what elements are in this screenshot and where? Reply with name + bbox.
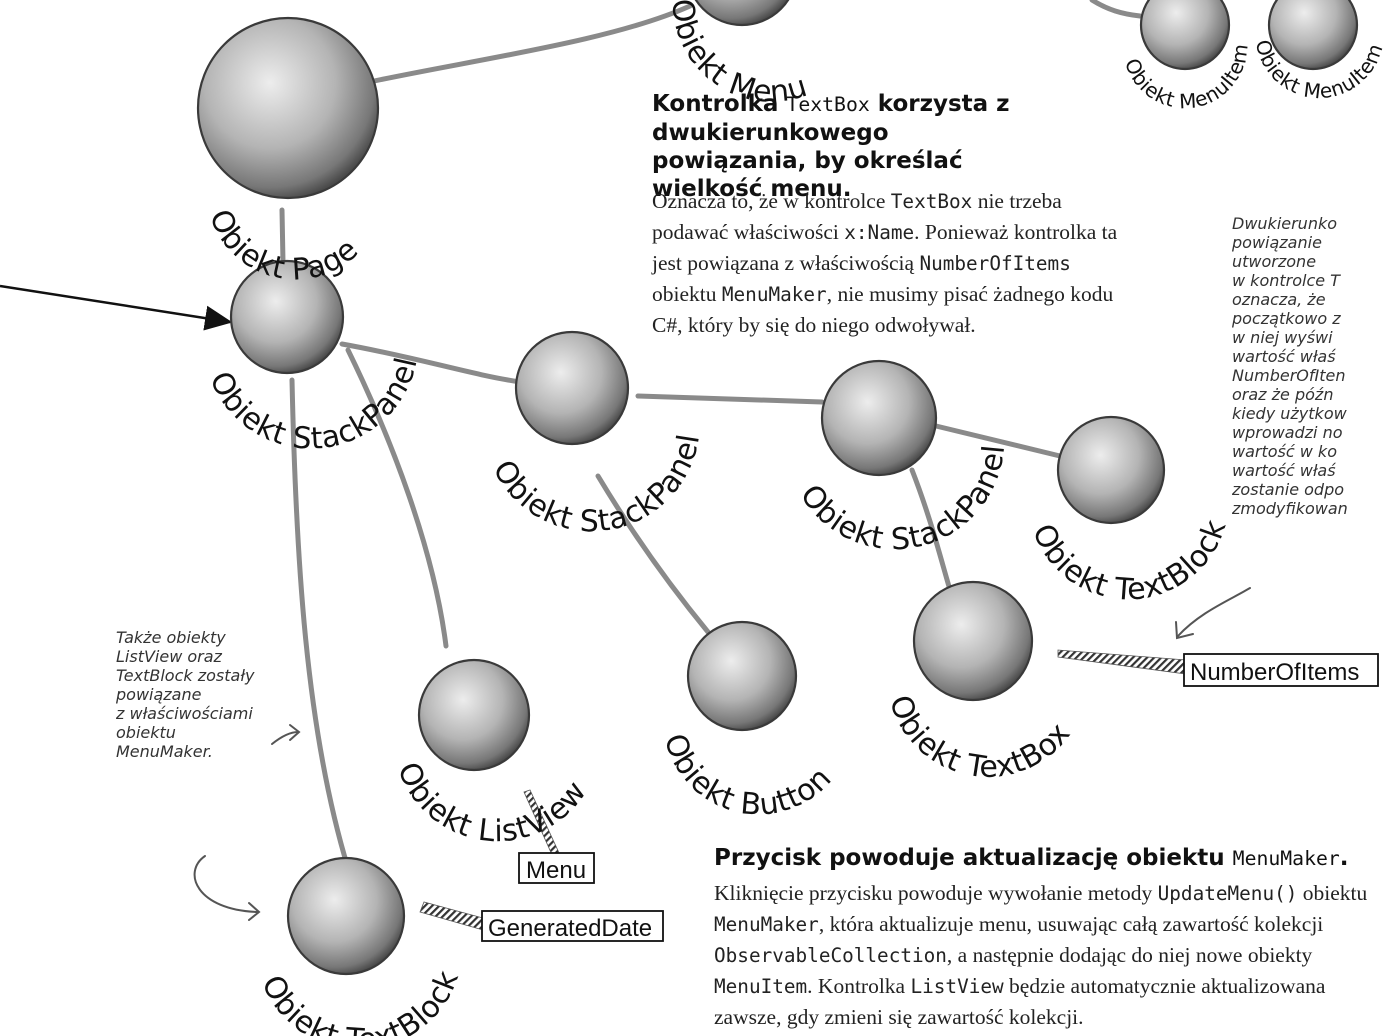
- sphere-textblock-bottom: [286, 856, 406, 976]
- annotation-arrows: [193, 587, 1251, 921]
- arrow-twoway-note-head: [1175, 621, 1194, 640]
- sphere-stackpanel-root: [229, 259, 345, 375]
- edge-stackpanel-mid-right: [635, 393, 825, 405]
- label-textblock-bottom: Obiekt TextBlock: [254, 966, 466, 1036]
- edge-page-menu: [357, 3, 693, 87]
- label-button: Obiekt Button: [657, 729, 839, 822]
- edge-menu-menuitem: [1089, 0, 1143, 19]
- sphere-menuitem-2: [1267, 0, 1359, 71]
- property-numberofitems: NumberOfItems: [1190, 659, 1359, 686]
- callout-button-title-part2: .: [1339, 845, 1349, 871]
- edge-stackpanel-root-textblock: [289, 377, 351, 871]
- callout-textbox-title-code: TextBox: [786, 93, 870, 116]
- callout-textbox-body-4: obiektu: [652, 282, 722, 306]
- connection-lines: [279, 0, 1143, 871]
- arrow-textblock-note: [193, 855, 259, 913]
- property-menu: Menu: [526, 857, 586, 884]
- binding-bar-generateddate: [419, 901, 484, 931]
- callout-button-title: Przycisk powoduje aktualizację obiektu M…: [714, 844, 1383, 873]
- edge-stackpanel-mid-button: [595, 473, 711, 635]
- binding-bar-numberofitems: [1057, 649, 1187, 675]
- callout-button-body-5: . Kontrolka: [807, 974, 911, 998]
- arrow-textblock-note-head: [248, 902, 261, 921]
- callout-button-title-code: MenuMaker: [1232, 847, 1340, 870]
- callout-button-body-4: , a następnie dodając do niej nowe obiek…: [946, 943, 1313, 967]
- property-boxes: NumberOfItems Menu GeneratedDate: [481, 653, 1379, 942]
- label-stackpanel-mid: Obiekt StackPanel: [485, 431, 707, 539]
- arrow-listview-note-head: [289, 724, 301, 741]
- edge-stackpanel-root-mid: [339, 341, 523, 385]
- callout-textbox-body-code-3: NumberOfItems: [919, 252, 1071, 275]
- callout-textbox-body-5: , nie musimy pisać żadnego kodu C#, któr…: [652, 282, 1114, 337]
- callout-textbox-body: Oznacza to, że w kontrolce TextBox nie t…: [652, 186, 1122, 340]
- callout-textbox-title: Kontrolka TextBox korzysta z dwukierunko…: [652, 90, 1032, 203]
- sphere-menuitem-1: [1139, 0, 1231, 71]
- callout-button-body-3: , która aktualizuje menu, usuwając całą …: [818, 912, 1324, 936]
- callout-button-body-2: obiektu: [1297, 881, 1368, 905]
- callout-button-body-code-3: ObservableCollection: [714, 944, 947, 967]
- callout-textbox-body-code-2: x:Name: [844, 221, 915, 244]
- callout-textbox-title-part2: korzysta z dwukierunkowego powiązania, b…: [652, 91, 1010, 202]
- sphere-stackpanel-mid: [514, 330, 630, 446]
- edge-stackpanel-root-listview: [345, 347, 449, 649]
- label-textbox: Obiekt TextBox: [882, 691, 1078, 786]
- callout-textbox-body-code-1: TextBox: [890, 190, 973, 213]
- callout-button-body-6: będzie automatycznie aktualizowana zawsz…: [714, 974, 1326, 1029]
- callout-button-body-code-4: MenuItem: [714, 975, 808, 998]
- callout-button-title-part1: Przycisk powoduje aktualizację obiektu: [714, 845, 1233, 871]
- edge-stackpanel-right-textbox: [909, 467, 953, 593]
- edge-page-stackpanel: [279, 207, 286, 265]
- callout-textbox-body-3: . Ponieważ kontrolka ta jest powiązana z…: [652, 220, 1118, 275]
- label-listview: Obiekt ListView: [390, 757, 594, 849]
- property-box-generateddate: [481, 910, 664, 942]
- property-box-numberofitems: [1183, 653, 1379, 687]
- note-listview-textblock: Także obiekty ListView oraz TextBlock zo…: [116, 628, 255, 761]
- sphere-textbox: [912, 580, 1034, 702]
- arrow-listview-note: [271, 731, 299, 745]
- sphere-textblock-right: [1056, 415, 1166, 525]
- edge-stackpanel-right-textblock: [933, 423, 1063, 459]
- callout-button-body: Kliknięcie przycisku powoduje wywołanie …: [714, 878, 1383, 1036]
- pointer-arrow: [0, 284, 233, 331]
- sphere-button: [686, 620, 798, 732]
- note-twoway-binding: Dwukierunko powiązanie utworzone w kontr…: [1232, 214, 1348, 518]
- property-box-menu: [518, 852, 595, 884]
- sphere-stackpanel-right: [820, 359, 938, 477]
- callout-button-body-code-2: MenuMaker: [714, 913, 819, 936]
- object-spheres: [196, 0, 1359, 976]
- callout-textbox-body-1: Oznacza to, że w kontrolce: [652, 189, 891, 213]
- callout-textbox-body-code-4: MenuMaker: [721, 283, 827, 306]
- callout-button-body-code-5: ListView: [910, 975, 1004, 998]
- property-generateddate: GeneratedDate: [488, 915, 652, 942]
- sphere-menu: [694, 0, 790, 27]
- label-textblock-right: Obiekt TextBlock: [1025, 515, 1234, 608]
- sphere-page: [196, 16, 380, 200]
- callout-button-body-code-1: UpdateMenu(): [1157, 882, 1298, 905]
- callout-textbox-body-2: nie trzeba podawać właściwości: [652, 189, 1062, 244]
- sphere-listview: [417, 658, 531, 772]
- arrow-twoway-note: [1177, 587, 1251, 637]
- callout-button-body-1: Kliknięcie przycisku powoduje wywołanie …: [714, 881, 1158, 905]
- callout-textbox-title-part1: Kontrolka: [652, 91, 787, 117]
